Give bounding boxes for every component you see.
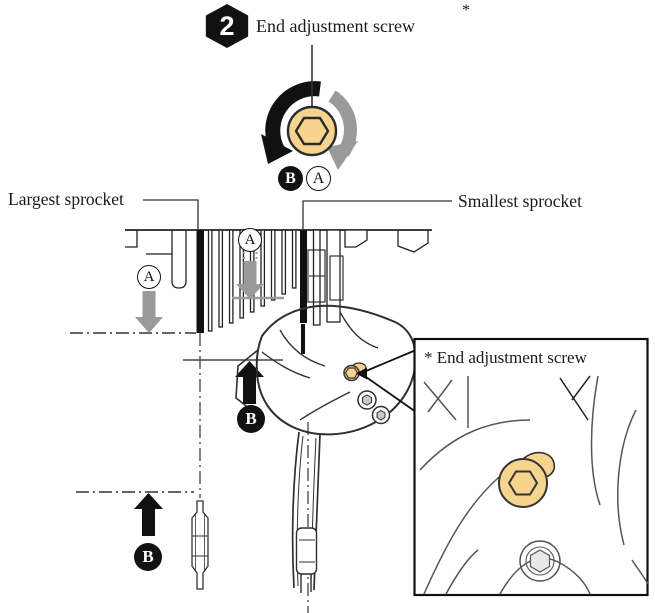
label-smallest-sprocket: Smallest sprocket xyxy=(458,191,582,211)
footnote-asterisk: * xyxy=(462,2,470,19)
step-label: End adjustment screw xyxy=(256,16,415,36)
step-number: 2 xyxy=(219,10,235,41)
dial-badge-a: A xyxy=(306,166,331,191)
dial-arrow-clockwise xyxy=(327,90,358,170)
dial-screw xyxy=(286,105,338,157)
callout-title: * End adjustment screw xyxy=(424,348,587,367)
reference-lines xyxy=(70,296,309,613)
label-largest-sprocket: Largest sprocket xyxy=(8,189,124,209)
end-adjustment-screw-hex-socket-zoomed-icon xyxy=(507,470,539,496)
sprocket-label-leaders xyxy=(143,199,452,229)
derailleur-drawing xyxy=(235,249,417,593)
dial-badge-a-letter: A xyxy=(312,169,325,187)
a-direction-arrows xyxy=(135,252,264,333)
dial-screw-head xyxy=(286,105,338,157)
marker-a-mid-letter: A xyxy=(244,231,256,248)
callout-leader-lines xyxy=(365,349,417,413)
end-adjustment-screw-head-zoomed xyxy=(498,458,548,508)
dial-screw-hex-socket-icon xyxy=(294,116,330,146)
dial-arrow-counterclockwise xyxy=(261,81,321,164)
marker-b-mid-letter: B xyxy=(245,409,257,428)
callout-arrowhead-icon xyxy=(356,367,367,380)
marker-b-mid: B xyxy=(237,405,265,433)
callout-box xyxy=(356,337,649,597)
dial-badge-b-letter: B xyxy=(285,169,296,187)
cage-bolt-hex-icon xyxy=(529,549,551,573)
dial-badge-b: B xyxy=(278,166,303,191)
marker-b-bottom: B xyxy=(134,543,162,571)
marker-a-left-letter: A xyxy=(143,268,155,285)
cable-connector-drawing xyxy=(191,500,209,590)
marker-a-left: A xyxy=(137,265,161,289)
marker-a-mid: A xyxy=(238,228,262,252)
cassette-drawing xyxy=(125,229,432,333)
end-adjustment-screw-zoomed xyxy=(498,451,556,508)
marker-b-bottom-letter: B xyxy=(142,547,154,566)
